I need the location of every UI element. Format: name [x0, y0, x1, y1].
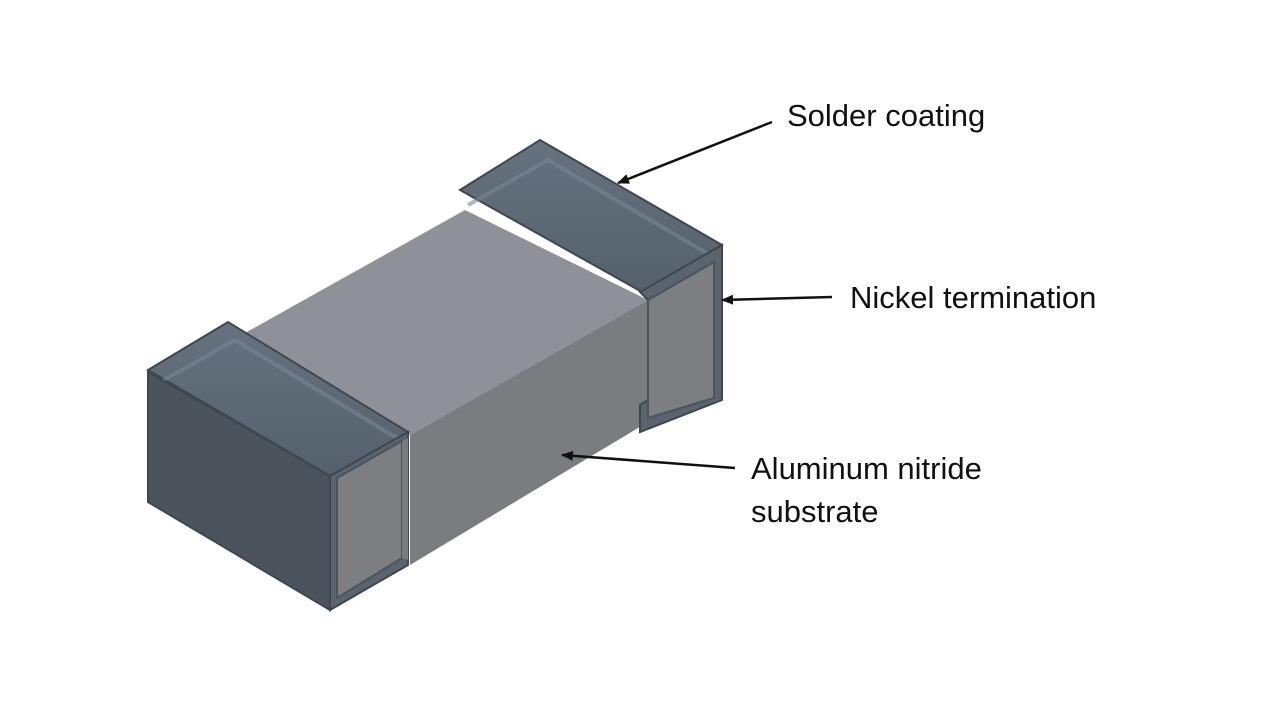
nickel-arrow: [721, 294, 833, 305]
substrate-label-line1: Aluminum nitride: [751, 451, 982, 486]
right-termination: [458, 138, 724, 434]
substrate-arrow: [561, 450, 736, 470]
substrate-label-line2: substrate: [751, 494, 879, 529]
solder-arrow: [617, 120, 773, 185]
solder-coating-label: Solder coating: [787, 98, 986, 133]
aluminum-nitride-substrate: [245, 210, 648, 565]
nickel-termination-label: Nickel termination: [850, 280, 1097, 315]
left-termination: [146, 320, 410, 612]
